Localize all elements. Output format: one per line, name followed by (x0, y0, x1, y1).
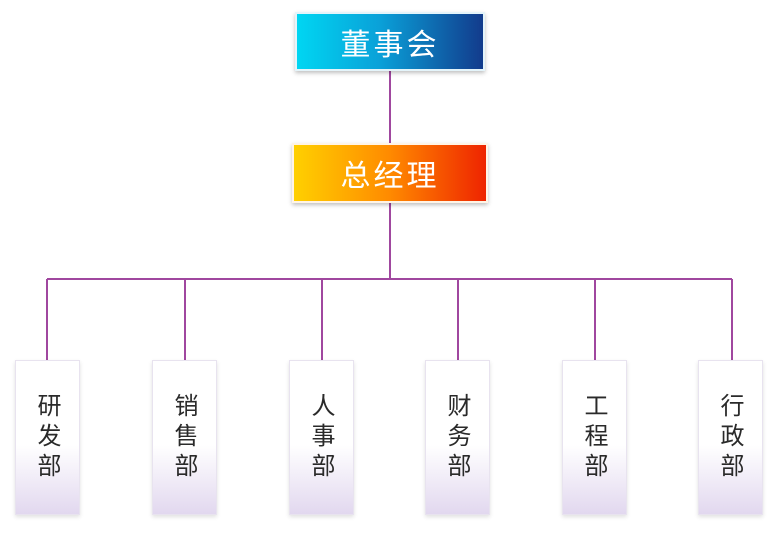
department-label: 研发部 (33, 392, 61, 483)
board-node: 董事会 (295, 12, 485, 71)
department-node: 人事部 (289, 360, 354, 515)
department-label: 行政部 (716, 392, 744, 483)
general-manager-label: 总经理 (340, 159, 440, 194)
department-node: 研发部 (15, 360, 80, 515)
department-node: 工程部 (562, 360, 627, 515)
department-label: 销售部 (170, 392, 198, 483)
general-manager-node: 总经理 (292, 143, 488, 203)
department-label: 人事部 (307, 392, 335, 483)
department-label: 工程部 (580, 392, 608, 483)
board-label: 董事会 (340, 27, 440, 63)
department-node: 行政部 (698, 360, 763, 515)
department-node: 销售部 (152, 360, 217, 515)
department-node: 财务部 (425, 360, 490, 515)
department-label: 财务部 (443, 392, 471, 483)
